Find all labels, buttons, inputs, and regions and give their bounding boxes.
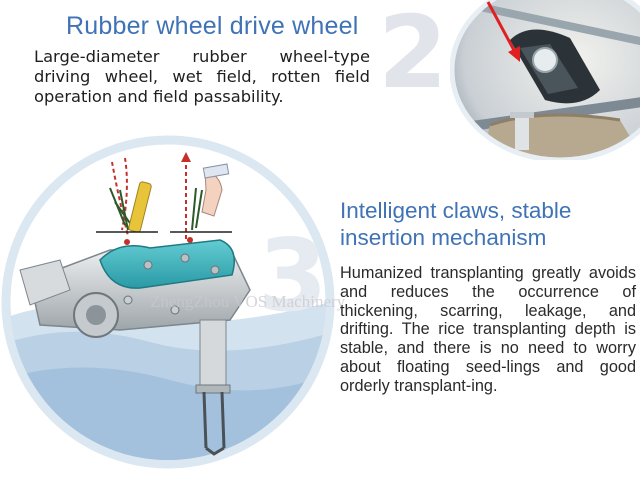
- insertion-mechanism-illustration: 3: [0, 130, 340, 477]
- transplanting-mechanism-image: [19, 239, 251, 456]
- claw-diagram-right: [170, 152, 232, 243]
- drive-wheel-photo: [450, 0, 640, 160]
- wheel-section-description: Large-diameter rubber wheel-type driving…: [34, 47, 370, 106]
- step-number-2: 2: [378, 0, 448, 111]
- watermark-text: ZhengZhou VOS Machinery: [150, 292, 346, 311]
- claw-diagram-left: [96, 157, 158, 245]
- claws-section-description: Humanized transplanting greatly avoids a…: [340, 264, 636, 395]
- wheel-section-title: Rubber wheel drive wheel: [66, 12, 359, 40]
- claws-section-title: Intelligent claws, stable insertion mech…: [340, 198, 572, 250]
